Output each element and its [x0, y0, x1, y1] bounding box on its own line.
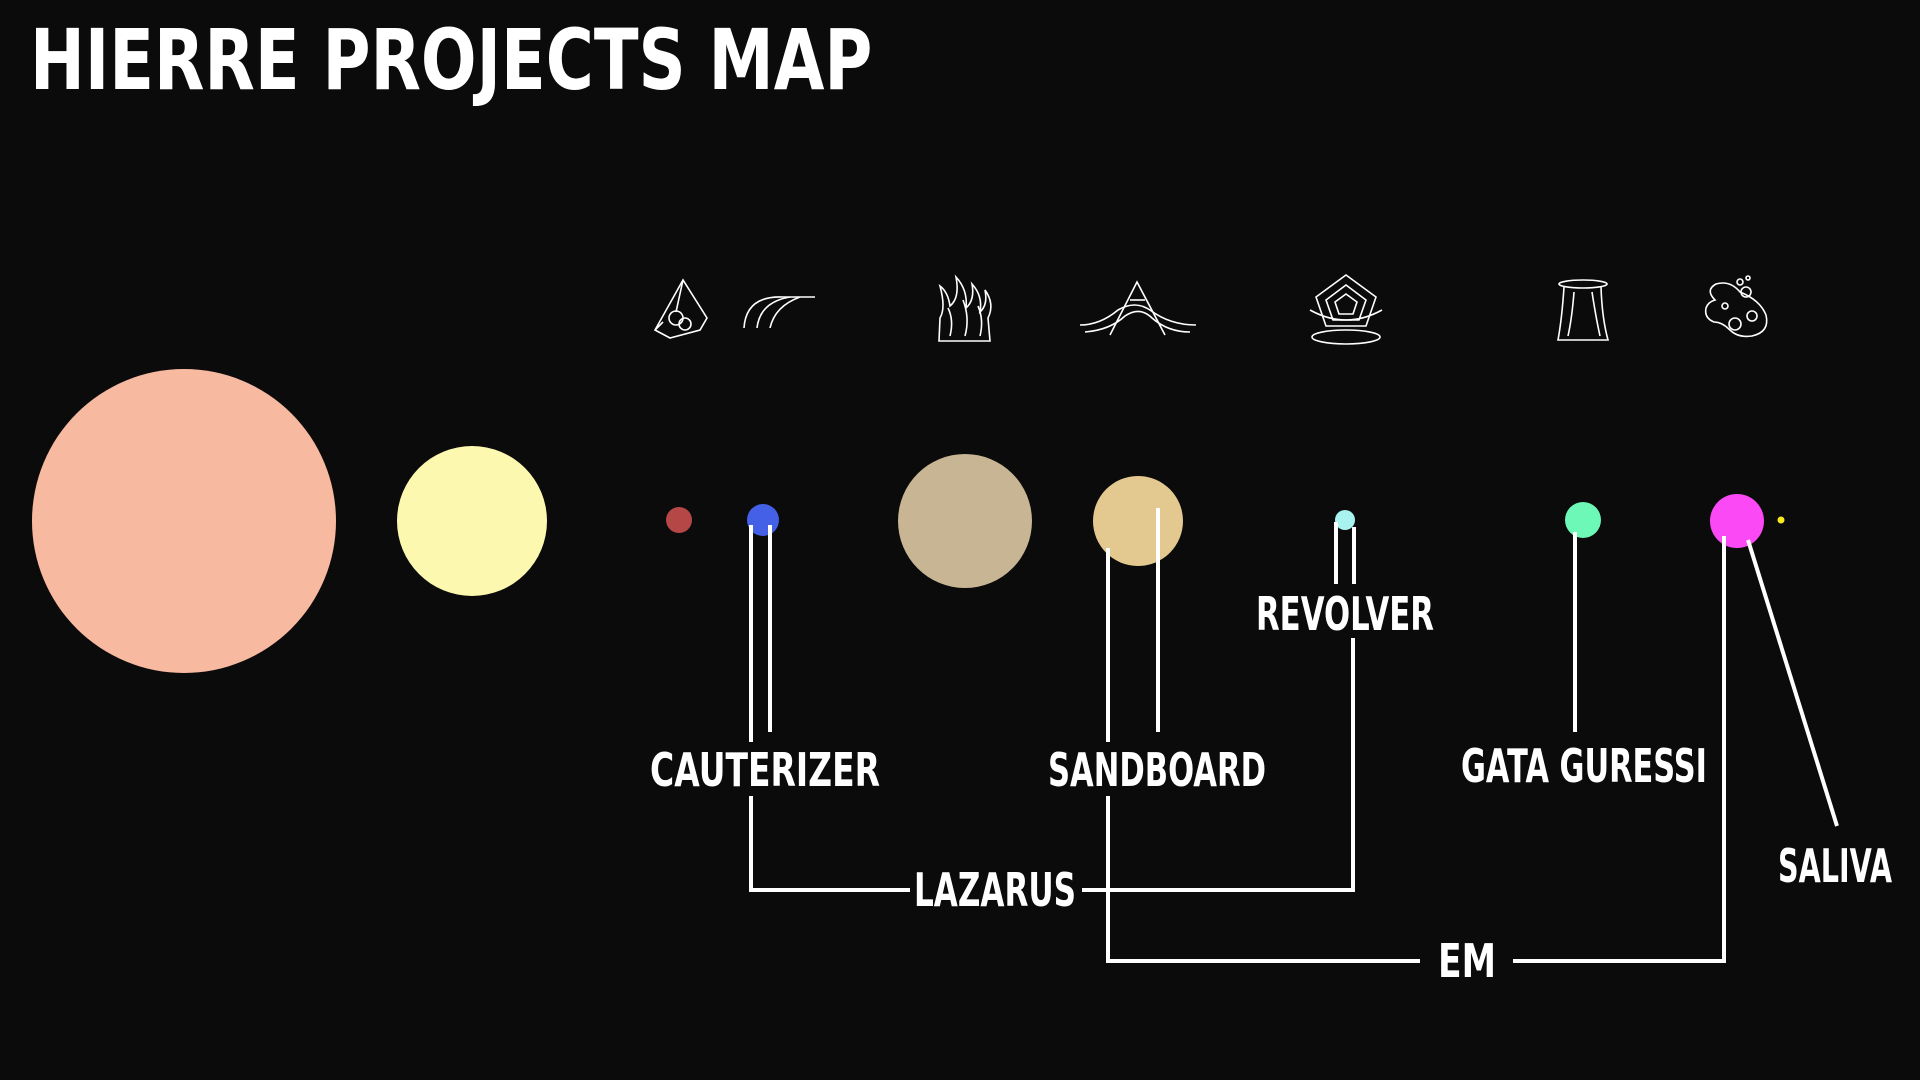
- pentagon-pedestal-icon: [1309, 274, 1383, 345]
- planet-yellow: [397, 446, 547, 596]
- planet-magenta: [1710, 494, 1764, 548]
- label-gata-guressi: GATA GURESSI: [1461, 739, 1707, 793]
- flames-icon: [938, 274, 992, 342]
- planet-green: [1565, 502, 1601, 538]
- palette-bubbles-icon: [1704, 275, 1768, 338]
- crystal-rocks-icon: [653, 278, 708, 339]
- sun: [32, 369, 336, 673]
- wave-arcs-icon: [743, 296, 815, 329]
- connector-lines: [749, 508, 1839, 963]
- label-em: EM: [1438, 934, 1496, 988]
- page-title: HIERRE PROJECTS MAP: [30, 11, 873, 109]
- label-sandboard: SANDBOARD: [1048, 743, 1266, 797]
- label-lazarus: LAZARUS: [914, 863, 1076, 917]
- planet-gold: [1093, 476, 1183, 566]
- label-saliva: SALIVA: [1778, 839, 1892, 893]
- moon-yellow: [1777, 516, 1785, 524]
- bridge-arch-icon: [1079, 280, 1197, 336]
- pillar-table-icon: [1557, 279, 1610, 341]
- planet-tan: [898, 454, 1032, 588]
- planet-red: [666, 507, 692, 533]
- planet-cyan: [1335, 510, 1355, 530]
- label-cauterizer: CAUTERIZER: [650, 743, 880, 797]
- label-revolver: REVOLVER: [1256, 587, 1434, 641]
